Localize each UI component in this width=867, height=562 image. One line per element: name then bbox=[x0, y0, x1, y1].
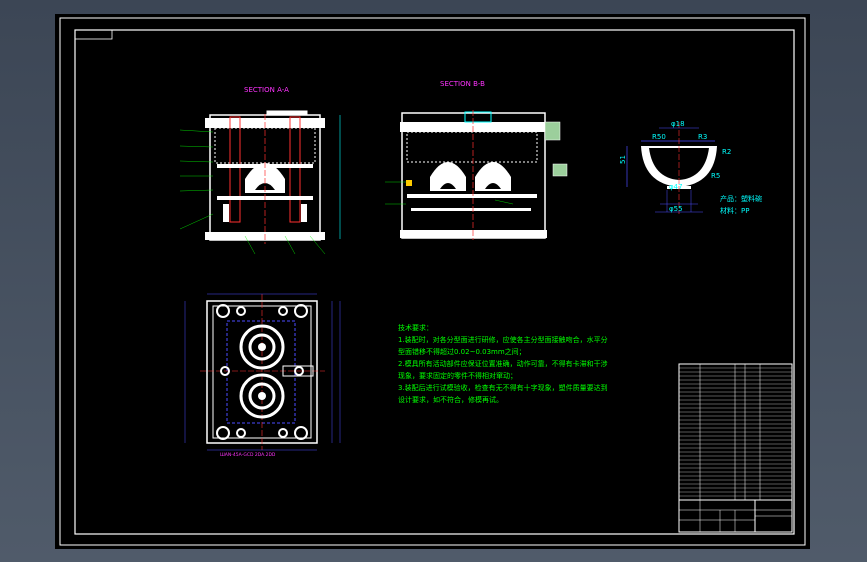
plan-view bbox=[184, 293, 341, 451]
technical-notes: 技术要求： 1.装配时，对各分型面进行研修，应使各主分型面接触吻合，水平分 型面错… bbox=[398, 323, 608, 404]
corner-code-box bbox=[74, 29, 113, 40]
dim-d47: φ47 bbox=[669, 183, 683, 191]
notes-line: 1.装配时，对各分型面进行研修，应使各主分型面接触吻合，水平分 bbox=[398, 335, 608, 344]
dim-r5: R5 bbox=[711, 172, 720, 180]
section-a-view bbox=[179, 110, 341, 255]
title-block bbox=[678, 363, 793, 533]
material-label: 材料：PP bbox=[720, 206, 749, 215]
notes-line: 型面错移不得超过0.02~0.03mm之间； bbox=[398, 347, 526, 356]
dim-r2: R2 bbox=[722, 148, 731, 156]
notes-line: 设计要求，如不符合，修模再试。 bbox=[398, 395, 503, 404]
cad-drawing: SECTION A-A bbox=[59, 17, 806, 546]
outer-border bbox=[59, 17, 806, 546]
dim-51: 51 bbox=[619, 155, 627, 164]
product-label: 产品：塑料碗 bbox=[720, 194, 762, 203]
inner-border bbox=[74, 29, 795, 535]
section-a-title: SECTION A-A bbox=[244, 86, 289, 94]
notes-line: 3.装配后进行试模验收，检查有无不得有十字现象，塑件质量要达到 bbox=[398, 383, 608, 392]
section-b-view bbox=[385, 110, 568, 240]
dim-r50: R50 bbox=[652, 133, 666, 141]
dim-d18: φ18 bbox=[671, 120, 685, 128]
bom-table bbox=[679, 367, 792, 497]
plan-dim-text: ШAN-45A-GCD 2DA.2DD bbox=[220, 452, 276, 458]
dim-d55: φ55 bbox=[669, 205, 683, 213]
part-detail-view: φ18 R50 R3 R2 R5 φ47 φ55 51 产品：塑料碗 材料：PP bbox=[619, 120, 762, 215]
notes-line: 2.模具所有活动部件应保证位置准确，动作可靠，不得有卡滞和干涉 bbox=[398, 359, 608, 368]
drawing-canvas[interactable]: SECTION A-A bbox=[55, 14, 810, 549]
notes-line: 现象，要求固定的零件不得相对窜动； bbox=[398, 371, 517, 380]
notes-heading: 技术要求： bbox=[398, 323, 433, 332]
section-b-title: SECTION B-B bbox=[440, 80, 485, 88]
dim-r3: R3 bbox=[698, 133, 707, 141]
